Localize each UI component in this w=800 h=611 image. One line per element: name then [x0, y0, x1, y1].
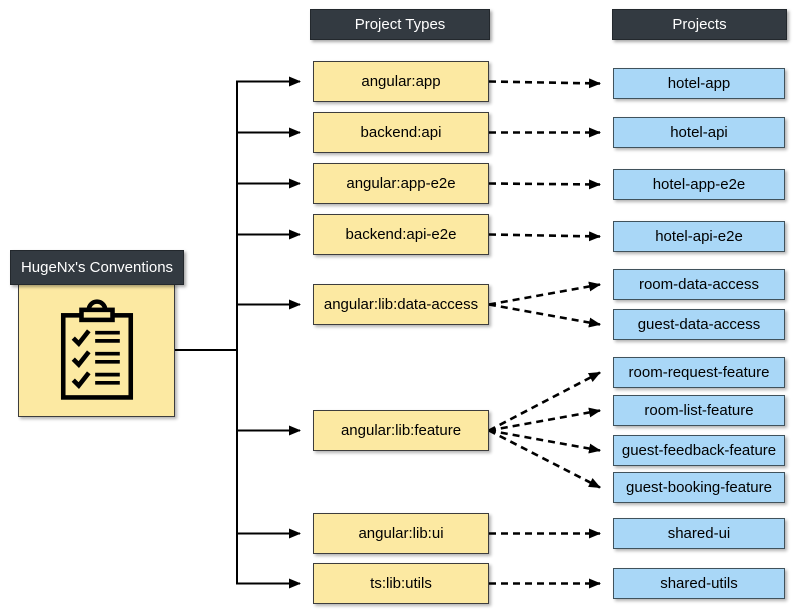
type-node-angular-app-e2e: angular:app-e2e [313, 163, 489, 204]
edge-room-list-feature [488, 407, 601, 432]
project-node-hotel-app-e2e: hotel-app-e2e [613, 169, 785, 200]
project-node-room-request-feature: room-request-feature [613, 357, 785, 388]
project-node-shared-ui: shared-ui [613, 518, 785, 549]
project-node-shared-utils: shared-utils [613, 568, 785, 599]
projects-header: Projects [612, 9, 787, 40]
project-node-hotel-api: hotel-api [613, 117, 785, 148]
tree-edges [175, 76, 301, 589]
project-node-room-list-feature: room-list-feature [613, 395, 785, 426]
type-node-lib-utils: ts:lib:utils [313, 563, 489, 604]
type-node-lib-feature: angular:lib:feature [313, 410, 489, 451]
edge-guest-booking-feature [488, 429, 601, 489]
type-node-lib-ui: angular:lib:ui [313, 513, 489, 554]
edge-guest-data-access [488, 303, 601, 328]
type-node-backend-api: backend:api [313, 112, 489, 153]
type-node-lib-data-access: angular:lib:data-access [313, 284, 489, 325]
mapping-edges [488, 78, 601, 589]
project-node-guest-feedback-feature: guest-feedback-feature [613, 435, 785, 466]
project-node-guest-data-access: guest-data-access [613, 309, 785, 340]
edge-hotel-app-e2e [488, 179, 601, 190]
edge-room-data-access [488, 281, 601, 306]
edge-room-request-feature [488, 371, 601, 432]
project-node-room-data-access: room-data-access [613, 269, 785, 300]
type-node-angular-app: angular:app [313, 61, 489, 102]
project-types-header: Project Types [310, 9, 490, 40]
project-node-hotel-app: hotel-app [613, 68, 785, 99]
edge-hotel-api-e2e [488, 231, 601, 242]
project-node-hotel-api-e2e: hotel-api-e2e [613, 221, 785, 252]
edge-guest-feedback-feature [488, 429, 601, 454]
type-node-backend-api-e2e: backend:api-e2e [313, 214, 489, 255]
conventions-title: HugeNx's Conventions [10, 250, 184, 285]
conventions-node [18, 283, 175, 417]
clipboard-checklist-icon [60, 299, 133, 400]
edge-hotel-app [488, 78, 601, 89]
project-node-guest-booking-feature: guest-booking-feature [613, 472, 785, 503]
